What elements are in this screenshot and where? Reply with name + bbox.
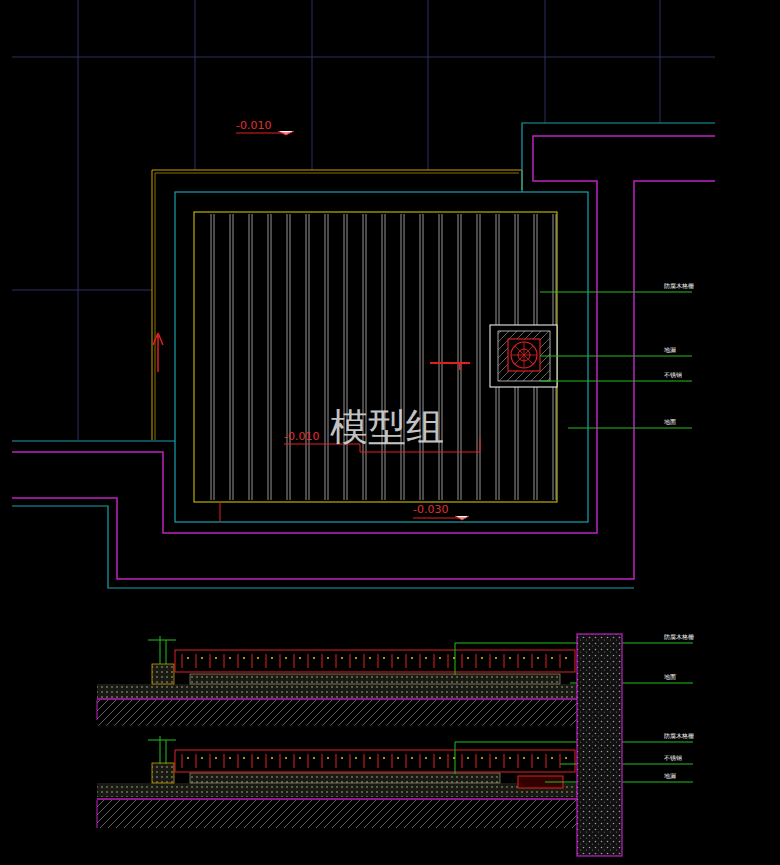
callout-label: 不锈钢 [664,372,682,378]
callout-label: 地面 [664,419,676,425]
grid [12,0,715,440]
slats [211,214,556,500]
callout-label: 防腐木格栅 [664,634,694,640]
callout-label: 地面 [664,674,676,680]
elevation-mark: -0.030 [413,504,448,515]
callout-label: 防腐木格栅 [664,283,694,289]
wall [577,634,622,856]
elevation-mark: -0.010 [284,431,319,442]
callout-label: 防腐木格栅 [664,733,694,739]
elevation-mark: -0.010 [236,120,271,131]
callout-label: 地漏 [664,347,676,353]
leader-lines [540,292,692,428]
callout-label: 不锈钢 [664,755,682,761]
grating-ticks [182,654,567,768]
callout-label: 地漏 [664,773,676,779]
watermark: 模型组 [330,408,444,446]
